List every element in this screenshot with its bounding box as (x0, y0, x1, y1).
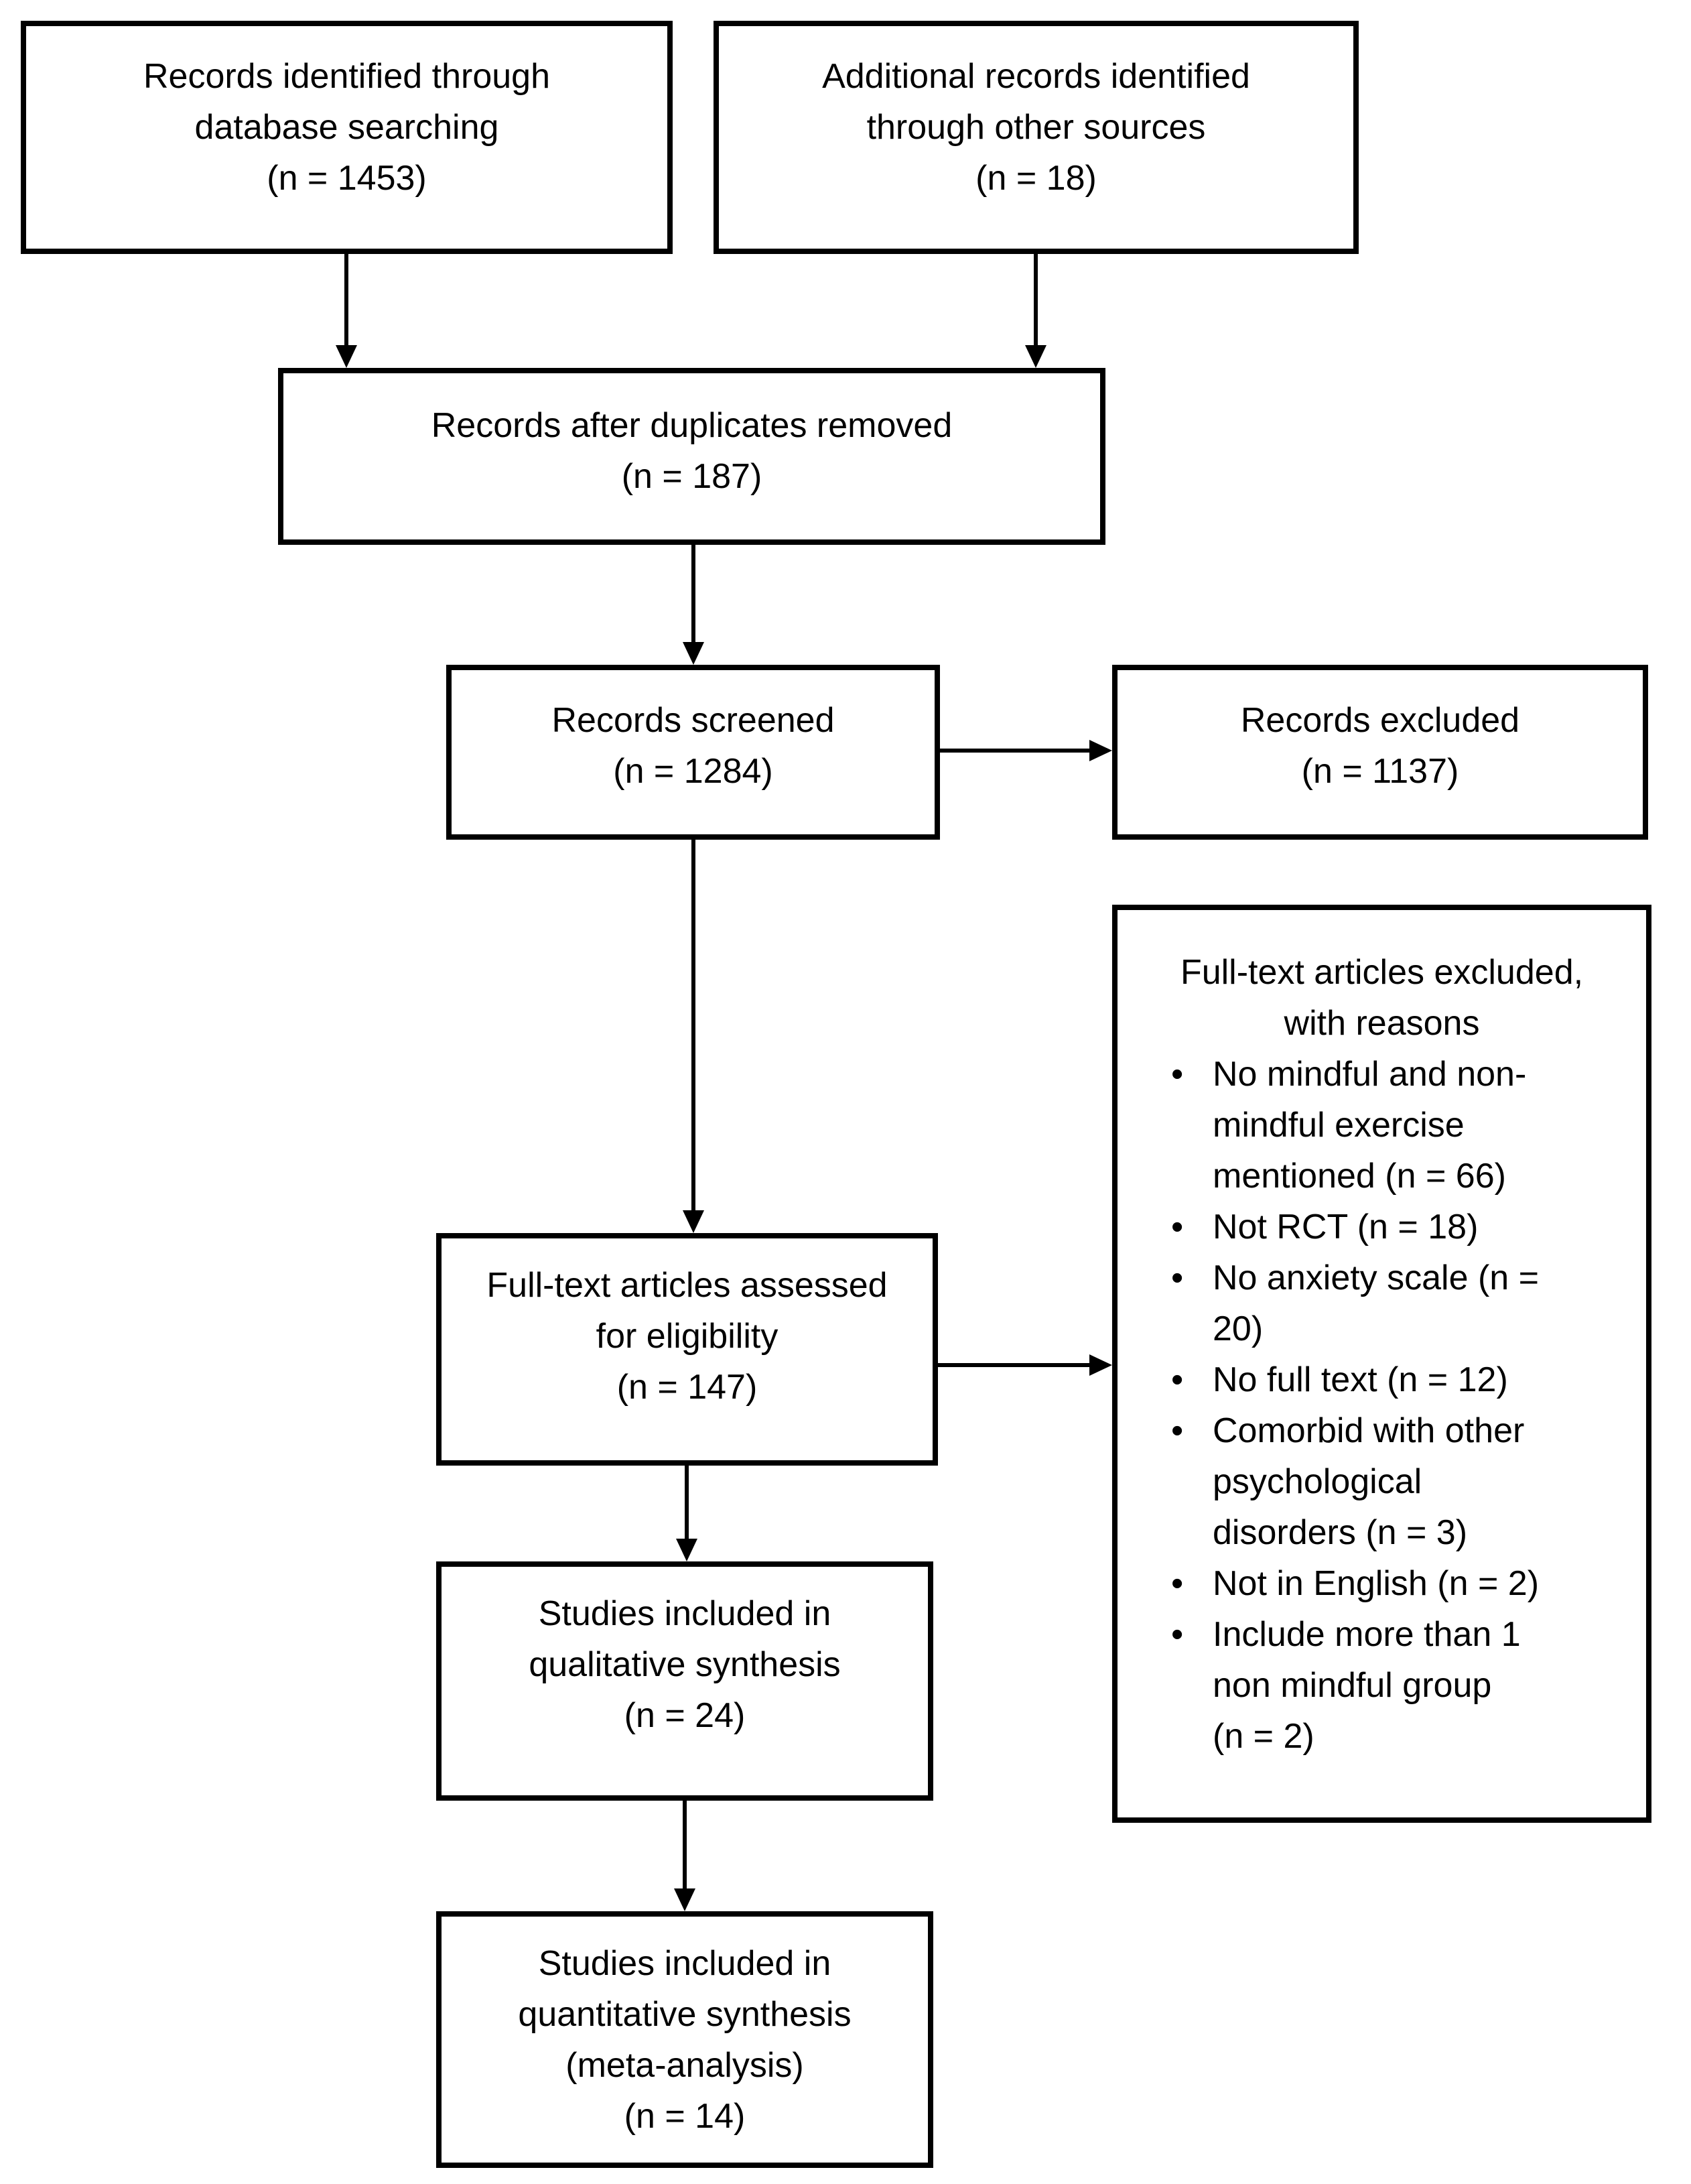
box-text-line: Records after duplicates removed (431, 406, 953, 445)
box-text-line: (n = 1137) (1301, 751, 1459, 791)
connector-line (691, 545, 695, 642)
arrowhead-down-icon (683, 1210, 704, 1233)
excluded-reason-text: Include more than 1 non mindful group (n… (1213, 1615, 1521, 1756)
box-fulltext-excluded: Full-text articles excluded, with reason… (1112, 905, 1651, 1823)
box-text-line: Full-text articles assessed (486, 1265, 888, 1305)
excluded-reason-item: • No anxiety scale (n = 20) (1131, 1252, 1633, 1354)
box-text-line: Additional records identified (822, 57, 1250, 96)
box-text-line: database searching (194, 108, 499, 147)
arrowhead-right-icon (1089, 740, 1112, 761)
box-fulltext-assessed: Full-text articles assessed for eligibil… (436, 1233, 938, 1466)
connector-line (940, 749, 1089, 753)
box-quantitative-synthesis: Studies included in quantitative synthes… (436, 1911, 933, 2168)
excluded-reason-text: No mindful and non- mindful exercise men… (1213, 1055, 1527, 1196)
excluded-reason-text: Not in English (n = 2) (1213, 1564, 1540, 1603)
bullet-icon: • (1171, 1259, 1184, 1297)
bullet-icon: • (1171, 1055, 1184, 1094)
box-text-line: (n = 1453) (267, 159, 427, 198)
box-qualitative-synthesis: Studies included in qualitative synthesi… (436, 1561, 933, 1801)
bullet-icon: • (1171, 1208, 1184, 1246)
bullet-icon: • (1171, 1360, 1184, 1399)
box-text-line: (n = 24) (624, 1695, 746, 1735)
box-text-line: (n = 18) (975, 159, 1097, 198)
connector-line (1034, 254, 1038, 345)
excluded-reason-text: Not RCT (n = 18) (1213, 1208, 1479, 1246)
excluded-reason-text: No anxiety scale (n = 20) (1213, 1259, 1540, 1348)
excluded-reasons-title-line: Full-text articles excluded, (1180, 953, 1584, 992)
box-text-line: through other sources (866, 108, 1206, 147)
box-text-line: Records excluded (1240, 700, 1520, 740)
excluded-reasons-title-line: with reasons (1284, 1004, 1480, 1043)
excluded-reason-text: Comorbid with other psychological disord… (1213, 1411, 1525, 1552)
box-text-line: (meta-analysis) (565, 2045, 804, 2085)
arrowhead-down-icon (674, 1888, 695, 1911)
arrowhead-down-icon (683, 642, 704, 665)
box-text-line: quantitative synthesis (518, 1994, 852, 2034)
box-additional-records: Additional records identified through ot… (714, 21, 1359, 254)
connector-line (691, 840, 695, 1210)
box-text-line: (n = 1284) (613, 751, 773, 791)
box-text-line: (n = 147) (616, 1367, 758, 1407)
box-duplicates-removed: Records after duplicates removed (n = 18… (278, 368, 1105, 545)
bullet-icon: • (1171, 1564, 1184, 1603)
box-text-line: (n = 14) (624, 2096, 746, 2136)
arrowhead-down-icon (676, 1539, 697, 1561)
excluded-reason-item: • Not in English (n = 2) (1131, 1558, 1633, 1609)
box-records-identified: Records identified through database sear… (21, 21, 673, 254)
arrowhead-down-icon (336, 345, 357, 368)
connector-line (683, 1801, 687, 1888)
excluded-reason-item: • Comorbid with other psychological diso… (1131, 1405, 1633, 1558)
box-text-line: Studies included in (538, 1943, 831, 1983)
bullet-icon: • (1171, 1411, 1184, 1450)
box-text-line: Records identified through (143, 57, 551, 96)
box-text-line: for eligibility (596, 1316, 779, 1356)
box-text-line: qualitative synthesis (529, 1645, 841, 1684)
excluded-reason-item: • No mindful and non- mindful exercise m… (1131, 1049, 1633, 1202)
excluded-reason-item: • No full text (n = 12) (1131, 1354, 1633, 1405)
box-text-line: (n = 187) (621, 457, 762, 496)
excluded-reason-item: • Not RCT (n = 18) (1131, 1202, 1633, 1252)
bullet-icon: • (1171, 1615, 1184, 1654)
box-text-line: Records screened (551, 700, 835, 740)
box-text-line: Studies included in (538, 1594, 831, 1633)
arrowhead-down-icon (1025, 345, 1046, 368)
box-records-excluded: Records excluded (n = 1137) (1112, 665, 1648, 840)
connector-line (685, 1466, 689, 1539)
box-records-screened: Records screened (n = 1284) (446, 665, 940, 840)
arrowhead-right-icon (1089, 1354, 1112, 1376)
excluded-reason-text: No full text (n = 12) (1213, 1360, 1508, 1399)
connector-line (938, 1363, 1089, 1367)
excluded-reason-item: • Include more than 1 non mindful group … (1131, 1609, 1633, 1762)
connector-line (344, 254, 348, 345)
